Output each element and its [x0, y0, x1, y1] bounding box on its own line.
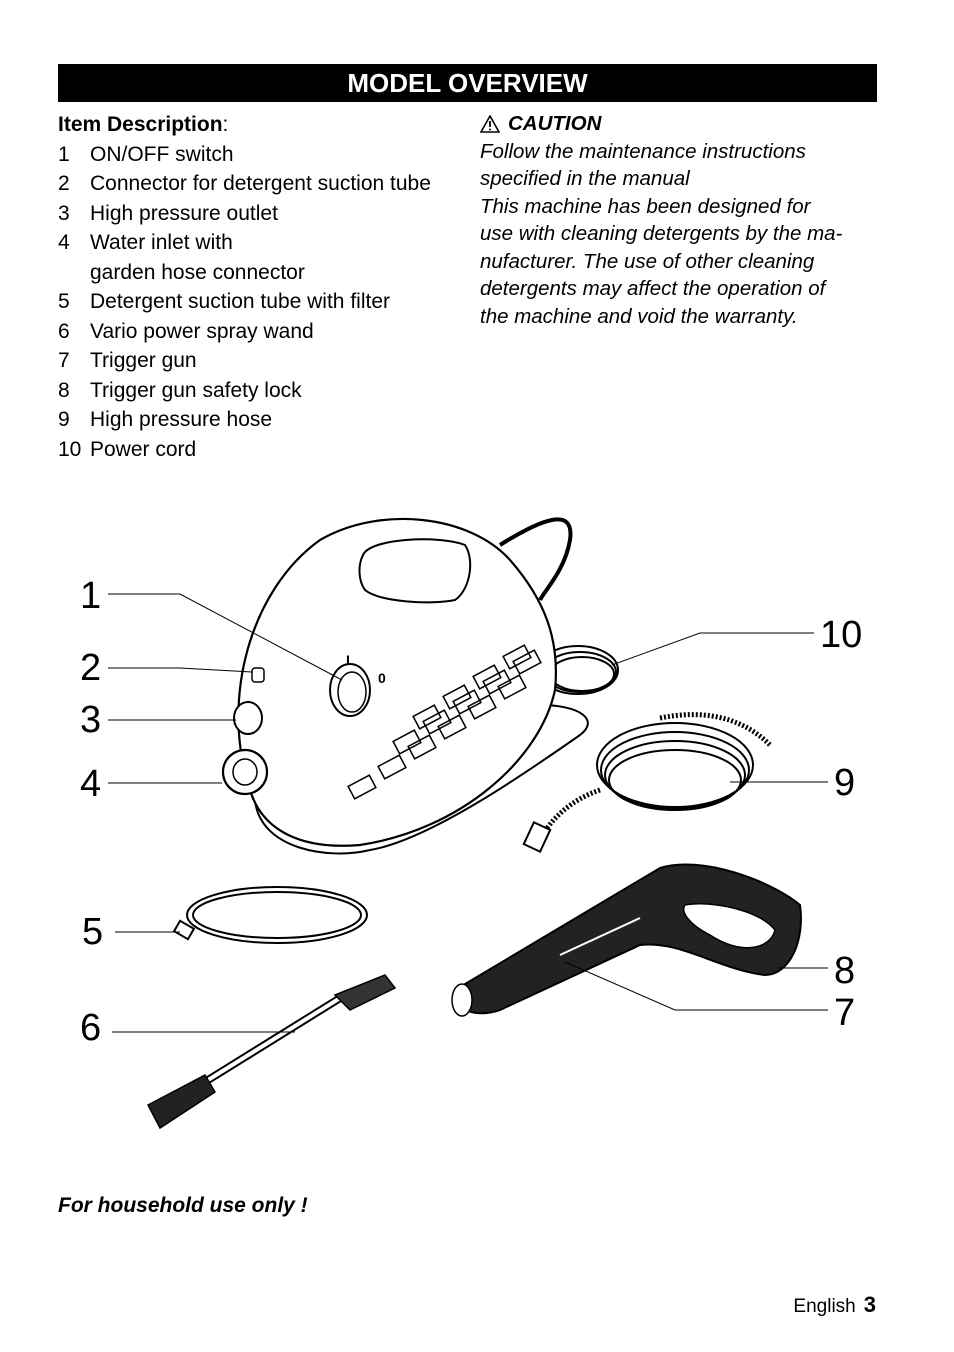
callout-number: 4 — [80, 763, 101, 805]
caution-line: specified in the manual — [480, 167, 690, 190]
caution-line: detergents may affect the operation of — [480, 277, 826, 300]
pressure-washer-illustration: I 0 — [80, 517, 862, 1130]
high-pressure-hose-drawing — [522, 712, 772, 854]
detergent-connector-drawing — [251, 667, 265, 683]
callout-number: 10 — [820, 614, 862, 656]
callout-number: 7 — [834, 992, 855, 1034]
switch-off-label: 0 — [378, 670, 386, 686]
page-number: 3 — [863, 1292, 876, 1317]
water-inlet-drawing — [221, 748, 269, 796]
caution-box: CAUTION Follow the maintenance instructi… — [480, 110, 890, 330]
switch-on-label: I — [346, 652, 350, 668]
page-footer: English 3 — [793, 1292, 876, 1318]
section-banner: MODEL OVERVIEW — [58, 64, 877, 102]
caution-line: This machine has been designed for — [480, 194, 811, 218]
callout-number: 9 — [834, 762, 855, 804]
trigger-gun-drawing — [451, 863, 802, 1017]
callout-leader-lines — [108, 593, 828, 1033]
callout-number: 2 — [80, 647, 101, 689]
item-description-heading: Item Description: — [58, 113, 229, 136]
section-title: MODEL OVERVIEW — [347, 67, 588, 98]
callout-number: 5 — [82, 911, 103, 953]
detergent-tube-drawing — [172, 886, 368, 944]
caution-title: CAUTION — [480, 110, 890, 138]
caution-line: use with cleaning detergents by the ma- — [480, 222, 843, 245]
caution-line: nufacturer. The use of other cleaning — [480, 249, 815, 273]
on-off-switch-drawing: I 0 — [329, 652, 386, 717]
callout-number: 8 — [834, 950, 855, 992]
callout-number: 1 — [80, 575, 101, 617]
warning-triangle-icon — [480, 114, 500, 133]
callout-number: 3 — [80, 699, 101, 741]
household-use-note: For household use only ! — [58, 1194, 308, 1217]
vent-grille-drawing — [347, 644, 542, 800]
language-label: English — [793, 1296, 856, 1317]
caution-line: Follow the maintenance instructions — [480, 139, 806, 163]
list-item-continuation: garden hose connector — [90, 260, 305, 284]
spray-wand-drawing — [146, 974, 397, 1130]
caution-line: the machine and void the warranty. — [480, 304, 798, 328]
washer-handle-drawing — [358, 538, 472, 604]
high-pressure-outlet-drawing — [233, 701, 263, 735]
callout-number: 6 — [80, 1007, 101, 1049]
washer-body-drawing — [237, 517, 557, 847]
